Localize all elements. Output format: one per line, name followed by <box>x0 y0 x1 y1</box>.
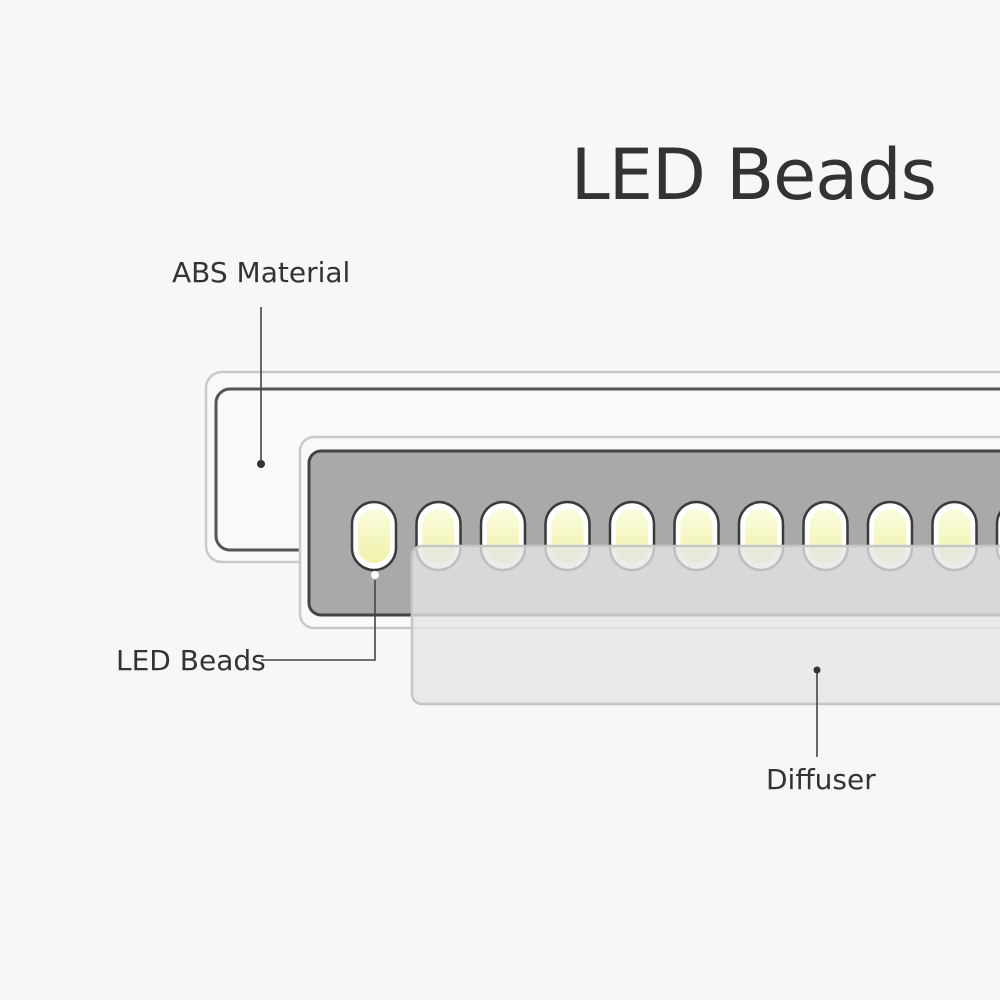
abs-material-leader-dot <box>257 460 265 468</box>
led-bead-glow-1 <box>358 509 390 563</box>
diffuser-label: Diffuser <box>766 763 876 796</box>
diffuser-panel <box>410 544 1000 706</box>
led-beads-leader-line <box>261 580 376 661</box>
led-beads-leader-dot <box>371 571 379 579</box>
abs-material-label: ABS Material <box>172 256 351 289</box>
led-beads-label: LED Beads <box>116 644 266 677</box>
page-title: LED Beads <box>570 134 937 216</box>
diffuser-leader-dot <box>813 666 821 674</box>
